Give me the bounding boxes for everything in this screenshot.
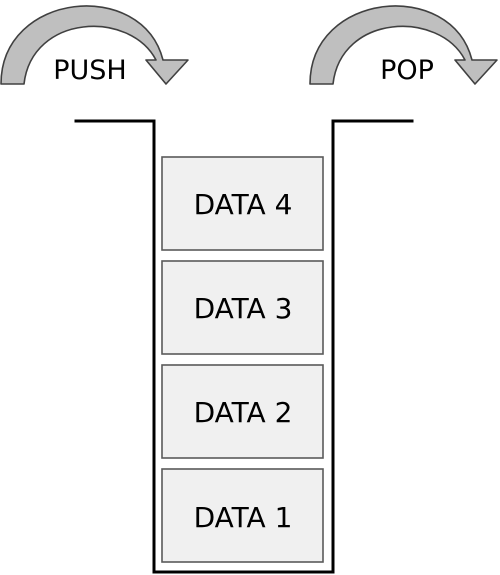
stack-container xyxy=(74,119,414,574)
data-box xyxy=(161,156,324,251)
pop-arrow: POP xyxy=(309,5,498,86)
data-box xyxy=(161,260,324,355)
stack-item: DATA 4 xyxy=(161,156,324,251)
stack-item: DATA 3 xyxy=(161,260,324,355)
stack-item: DATA 2 xyxy=(161,364,324,459)
data-label: DATA 1 xyxy=(194,501,293,534)
curved-arrow-right-icon xyxy=(309,5,498,85)
curved-arrow-right-icon xyxy=(0,5,189,85)
data-label: DATA 4 xyxy=(194,188,293,221)
data-box xyxy=(161,364,324,459)
push-arrow: PUSH xyxy=(0,5,189,86)
stack-item: DATA 1 xyxy=(161,468,324,563)
data-box xyxy=(161,468,324,563)
pop-label: POP xyxy=(380,55,434,86)
data-label: DATA 3 xyxy=(194,292,293,325)
data-label: DATA 2 xyxy=(194,396,293,429)
push-label: PUSH xyxy=(53,55,127,86)
